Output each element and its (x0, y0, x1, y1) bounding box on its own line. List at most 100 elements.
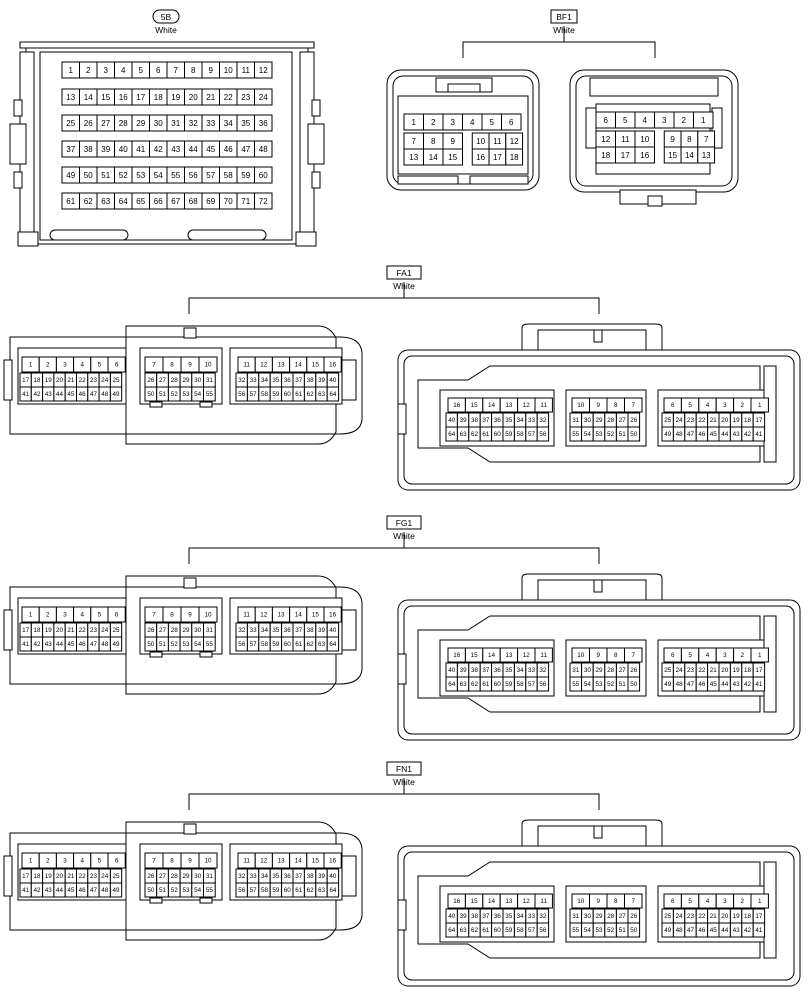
pin-cell (501, 113, 522, 131)
pin-cell (693, 111, 714, 129)
pin-number: 34 (517, 417, 525, 424)
pin-number: 24 (676, 417, 684, 424)
pin-number: 9 (596, 402, 600, 409)
pin-number: 34 (261, 377, 269, 384)
pin-cell (752, 922, 766, 938)
pin-number: 28 (171, 873, 179, 880)
pin-cell (203, 882, 216, 898)
pin-number: 4 (706, 898, 710, 905)
pin-number: 30 (584, 913, 592, 920)
pin-number: 31 (206, 627, 214, 634)
pin-number: 53 (182, 887, 190, 894)
pin-number: 58 (224, 171, 233, 180)
pin-number: 20 (56, 627, 64, 634)
pin-number: 18 (33, 377, 41, 384)
pin-number: 6 (156, 66, 161, 75)
pin-number: 28 (607, 913, 615, 920)
pin-cell (323, 356, 342, 373)
pin-cell (254, 140, 273, 158)
pin-number: 51 (619, 927, 627, 934)
pin-number: 1 (29, 362, 33, 369)
pin-number: 5 (98, 362, 102, 369)
pin-cell (536, 426, 550, 442)
pin-cell (107, 356, 126, 373)
pin-number: 54 (194, 887, 202, 894)
pin-number: 26 (630, 417, 638, 424)
pin-number: 71 (241, 197, 250, 206)
pin-number: 40 (329, 377, 337, 384)
pin-number: 63 (460, 927, 468, 934)
pin-number: 8 (614, 898, 618, 905)
pin-cell (752, 426, 766, 442)
pin-number: 60 (494, 927, 502, 934)
side-clip (397, 653, 407, 685)
pin-number: 36 (284, 627, 292, 634)
pin-number: 64 (448, 431, 456, 438)
pin-number: 13 (277, 612, 285, 619)
pin-number: 43 (733, 927, 741, 934)
pin-number: 56 (238, 641, 246, 648)
cavity-outline (417, 615, 761, 713)
pin-cell (624, 647, 643, 663)
pin-number: 36 (494, 913, 502, 920)
pin-number: 35 (272, 873, 280, 880)
end-cap (341, 855, 357, 897)
connector-code: FN1 (396, 764, 412, 774)
pin-number: 18 (154, 93, 163, 102)
connector-code-box (550, 9, 578, 24)
pin-number: 10 (577, 402, 585, 409)
pin-number: 3 (662, 116, 667, 125)
pin-number: 16 (329, 362, 337, 369)
pin-number: 38 (471, 913, 479, 920)
pin-number: 9 (451, 137, 456, 146)
pin-number: 29 (595, 667, 603, 674)
pin-number: 63 (318, 641, 326, 648)
pin-number: 12 (523, 402, 531, 409)
pin-number: 23 (90, 627, 98, 634)
pin-number: 14 (488, 652, 496, 659)
pin-number: 67 (171, 197, 180, 206)
pin-number: 48 (101, 391, 109, 398)
pin-number: 11 (540, 402, 547, 409)
pin-cell (323, 606, 342, 623)
pin-number: 11 (540, 652, 547, 659)
pin-number: 56 (539, 927, 547, 934)
pin-number: 28 (607, 667, 615, 674)
pin-number: 38 (471, 417, 479, 424)
pin-number: 33 (528, 667, 536, 674)
pin-number: 63 (101, 197, 110, 206)
pin-number: 4 (706, 652, 710, 659)
pin-cell (534, 647, 553, 663)
pin-number: 64 (119, 197, 128, 206)
pin-number: 44 (721, 431, 729, 438)
pin-number: 6 (604, 116, 609, 125)
pin-number: 59 (241, 171, 250, 180)
connector-code: FA1 (396, 268, 411, 278)
pin-number: 39 (318, 377, 326, 384)
pin-number: 57 (250, 641, 258, 648)
pin-number: 42 (33, 391, 41, 398)
left-clip (13, 171, 23, 189)
pin-number: 64 (329, 641, 337, 648)
pin-number: 7 (631, 652, 635, 659)
pin-number: 15 (471, 402, 479, 409)
pin-number: 49 (113, 641, 121, 648)
pin-number: 29 (182, 873, 190, 880)
pin-number: 28 (171, 377, 179, 384)
pin-number: 5 (98, 858, 102, 865)
pin-number: 60 (284, 641, 292, 648)
pin-number: 2 (741, 652, 745, 659)
pin-number: 20 (721, 913, 729, 920)
pin-number: 3 (63, 362, 67, 369)
pin-number: 17 (136, 93, 145, 102)
pin-number: 22 (79, 873, 87, 880)
pin-number: 23 (687, 417, 695, 424)
pin-number: 46 (224, 145, 233, 154)
pin-number: 41 (755, 431, 763, 438)
pin-number: 42 (744, 431, 752, 438)
pin-number: 51 (159, 887, 167, 894)
pin-number: 72 (259, 197, 268, 206)
pin-number: 70 (224, 197, 233, 206)
